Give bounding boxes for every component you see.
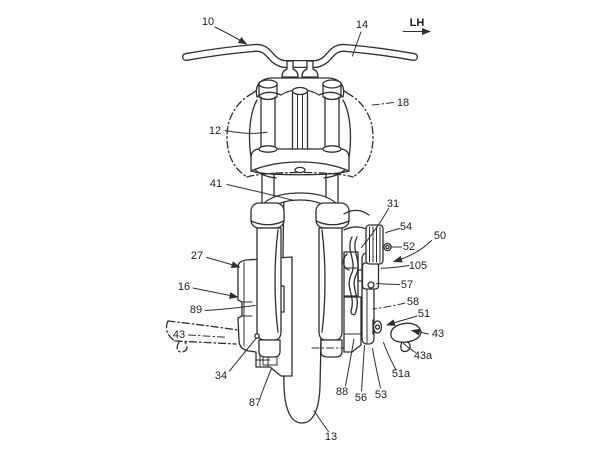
leader-34 — [229, 338, 257, 372]
leader-53 — [372, 348, 381, 389]
ref-label-43-right: 43 — [432, 328, 444, 340]
ref-label-88: 88 — [336, 386, 348, 398]
ref-label-58: 58 — [407, 296, 419, 308]
leader-16 — [192, 287, 239, 299]
ref-label-27: 27 — [191, 250, 203, 262]
handlebar-fill — [183, 45, 417, 67]
ref-label-51a: 51a — [392, 368, 411, 380]
leader-51a — [383, 342, 397, 371]
sensor-assembly — [357, 224, 392, 290]
lower-triple-clamp — [250, 145, 350, 204]
ref-label-14: 14 — [356, 19, 368, 31]
footpeg-right — [390, 322, 422, 353]
shroud-dashed-outline — [226, 85, 374, 179]
leader-57 — [376, 283, 400, 285]
ref-label-43a: 43a — [414, 350, 433, 362]
ref-label-87: 87 — [249, 397, 261, 409]
leader-lines — [188, 26, 432, 432]
ref-label-52: 52 — [403, 241, 415, 253]
fork-sliders — [250, 202, 350, 366]
ref-label-50: 50 — [434, 230, 446, 242]
leader-13 — [313, 410, 329, 432]
handlebar — [182, 43, 418, 68]
footpeg-left-dashed — [165, 320, 239, 353]
leader-51 — [386, 315, 418, 326]
ref-label-34: 34 — [215, 370, 227, 382]
ref-label-12: 12 — [209, 125, 221, 137]
axle-hub — [372, 319, 383, 335]
ref-label-57: 57 — [401, 279, 413, 291]
ref-label-54: 54 — [400, 221, 412, 233]
ref-label-51: 51 — [418, 308, 430, 320]
ref-label-13: 13 — [325, 431, 337, 443]
ref-label-53: 53 — [375, 389, 387, 401]
leader-58 — [372, 302, 406, 310]
leader-54 — [385, 228, 400, 234]
ref-label-89: 89 — [190, 304, 202, 316]
leader-18 — [371, 102, 394, 106]
lh-direction-label: LH — [410, 17, 425, 29]
ref-label-16: 16 — [178, 281, 190, 293]
ref-label-43-left: 43 — [173, 329, 185, 341]
fork-tubes — [260, 92, 340, 152]
leader-88 — [345, 338, 355, 387]
leader-56 — [361, 345, 365, 392]
leader-89 — [204, 305, 256, 311]
ref-label-18: 18 — [397, 97, 409, 109]
top-triple-clamp — [255, 60, 345, 101]
leader-43-left — [188, 334, 228, 338]
leader-50 — [393, 240, 432, 263]
leader-87 — [259, 368, 272, 399]
leader-27 — [206, 257, 241, 269]
leader-31 — [361, 208, 389, 248]
leader-105 — [380, 265, 410, 269]
leader-10 — [214, 26, 248, 45]
leader-41 — [226, 184, 295, 201]
ref-labels: 10 14 LH 18 12 41 31 54 52 50 105 27 57 … — [173, 16, 446, 443]
ref-label-41: 41 — [210, 178, 222, 190]
leader-43a — [403, 343, 416, 353]
ref-label-56: 56 — [355, 392, 367, 404]
leader-43-right — [411, 328, 429, 336]
leader-14 — [352, 31, 362, 57]
ref-label-31: 31 — [387, 198, 399, 210]
ref-label-10: 10 — [202, 16, 214, 28]
leader-12 — [224, 130, 268, 134]
ref-label-105: 105 — [409, 260, 427, 272]
